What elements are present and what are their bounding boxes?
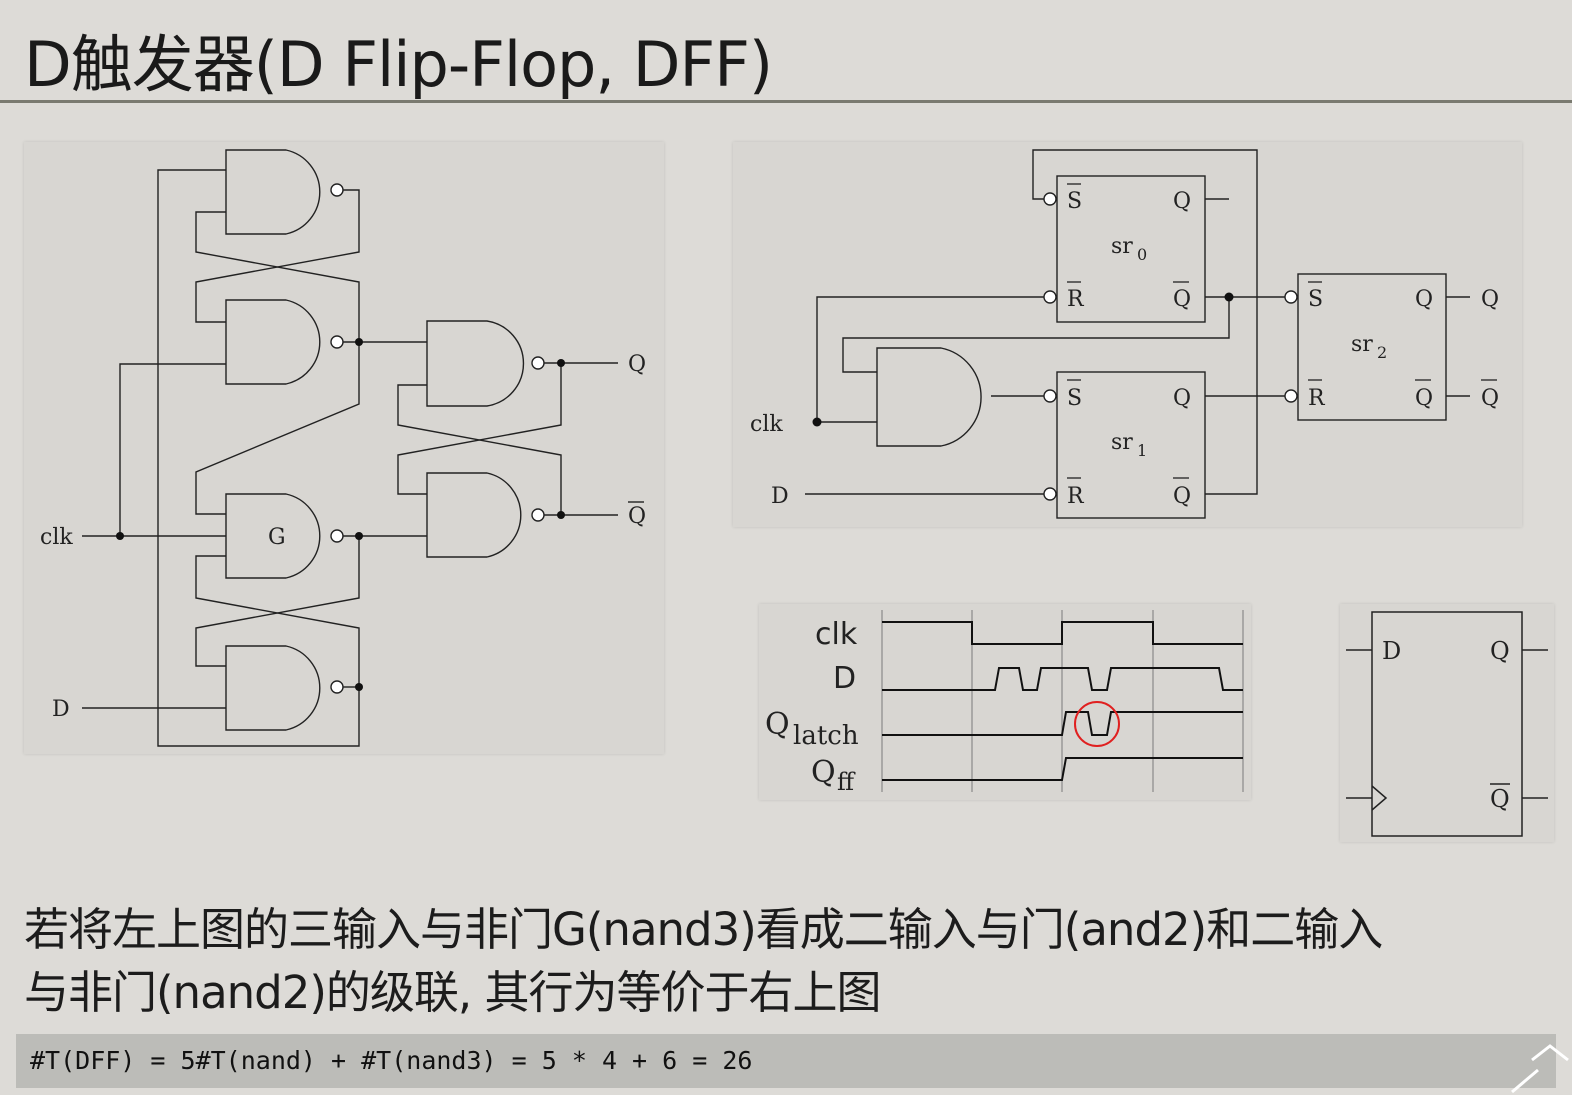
sr-dff-circuit-panel: S R Q Q sr 0 S R Q Q sr 1 S R Q Q sr 2 c… (733, 142, 1522, 527)
explanation-text: 若将左上图的三输入与非门G(nand3)看成二输入与门(and2)和二输入 与非… (24, 898, 1544, 1024)
clk-waveform (882, 621, 1243, 645)
nand-gate-1 (225, 149, 321, 235)
clk-input-label: clk (750, 412, 783, 437)
d-input-label: D (771, 484, 789, 509)
svg-text:D: D (833, 661, 856, 696)
nand-dff-circuit-panel: clk D G Q Q (24, 142, 664, 754)
qbar-label: Q (628, 504, 646, 529)
svg-text:sr: sr (1111, 234, 1133, 259)
clock-triangle (1371, 785, 1388, 811)
glitch-highlight (1074, 701, 1120, 747)
timing-diagram-panel: clk D Q latch Q ff (759, 604, 1251, 800)
dff-box (1371, 611, 1523, 837)
formula-bar: #T(DFF) = 5#T(nand) + #T(nand3) = 5 * 4 … (16, 1034, 1556, 1088)
svg-text:Q: Q (1173, 287, 1191, 312)
q-output-label: Q (1481, 287, 1499, 312)
nand-gate-4 (225, 645, 321, 731)
nand-gate-g (225, 493, 321, 579)
svg-text:S: S (1308, 287, 1323, 312)
explanation-line-2: 与非门(nand2)的级联, 其行为等价于右上图 (24, 966, 882, 1019)
svg-text:sr: sr (1111, 430, 1133, 455)
qbar-output-label: Q (1481, 386, 1499, 411)
g-label: G (268, 525, 286, 550)
svg-text:R: R (1308, 386, 1326, 411)
nand-gate-2 (225, 299, 321, 385)
svg-text:R: R (1067, 484, 1085, 509)
sr2-box (1297, 273, 1447, 421)
timing-diagram: clk D Q latch Q ff (765, 610, 1244, 796)
sr-dff-circuit: S R Q Q sr 0 S R Q Q sr 1 S R Q Q sr 2 c… (750, 149, 1499, 519)
svg-text:Q: Q (1173, 189, 1191, 214)
svg-text:sr: sr (1351, 332, 1373, 357)
clk-label: clk (40, 525, 73, 550)
slide-title: D触发器(D Flip-Flop, DFF) (24, 28, 773, 101)
sr0-box (1056, 175, 1206, 323)
and-gate (876, 347, 982, 447)
svg-text:D: D (1382, 637, 1401, 665)
svg-text:latch: latch (793, 721, 859, 751)
svg-text:S: S (1067, 386, 1082, 411)
svg-text:Q: Q (1415, 287, 1433, 312)
svg-text:Q: Q (811, 755, 836, 790)
svg-text:S: S (1067, 189, 1082, 214)
svg-text:Q: Q (765, 707, 790, 742)
svg-text:R: R (1067, 287, 1085, 312)
nand-gate-q (426, 320, 525, 407)
nand-gate-qbar (426, 472, 522, 558)
svg-text:Q: Q (1490, 785, 1510, 813)
svg-text:Q: Q (1173, 386, 1191, 411)
title-divider (0, 100, 1572, 103)
dff-symbol: D Q Q (1346, 611, 1548, 837)
sr1-box (1056, 371, 1206, 519)
collapse-arrow-icon[interactable] (1502, 1040, 1572, 1095)
qff-waveform (882, 757, 1243, 781)
svg-text:ff: ff (837, 768, 856, 796)
svg-text:1: 1 (1137, 441, 1147, 460)
svg-text:Q: Q (1173, 484, 1191, 509)
d-waveform (882, 667, 1243, 691)
svg-text:0: 0 (1137, 245, 1147, 264)
svg-text:2: 2 (1377, 343, 1387, 362)
transistor-count-formula: #T(DFF) = 5#T(nand) + #T(nand3) = 5 * 4 … (30, 1046, 753, 1075)
svg-text:clk: clk (815, 617, 858, 652)
qlatch-waveform (882, 711, 1243, 736)
nand-dff-circuit: clk D G Q Q (40, 149, 646, 747)
explanation-line-1: 若将左上图的三输入与非门G(nand3)看成二输入与门(and2)和二输入 (24, 903, 1383, 956)
svg-text:Q: Q (1415, 386, 1433, 411)
d-label: D (52, 697, 70, 722)
svg-text:Q: Q (1490, 637, 1510, 665)
dff-symbol-panel: D Q Q (1340, 604, 1554, 842)
q-label: Q (628, 352, 646, 377)
